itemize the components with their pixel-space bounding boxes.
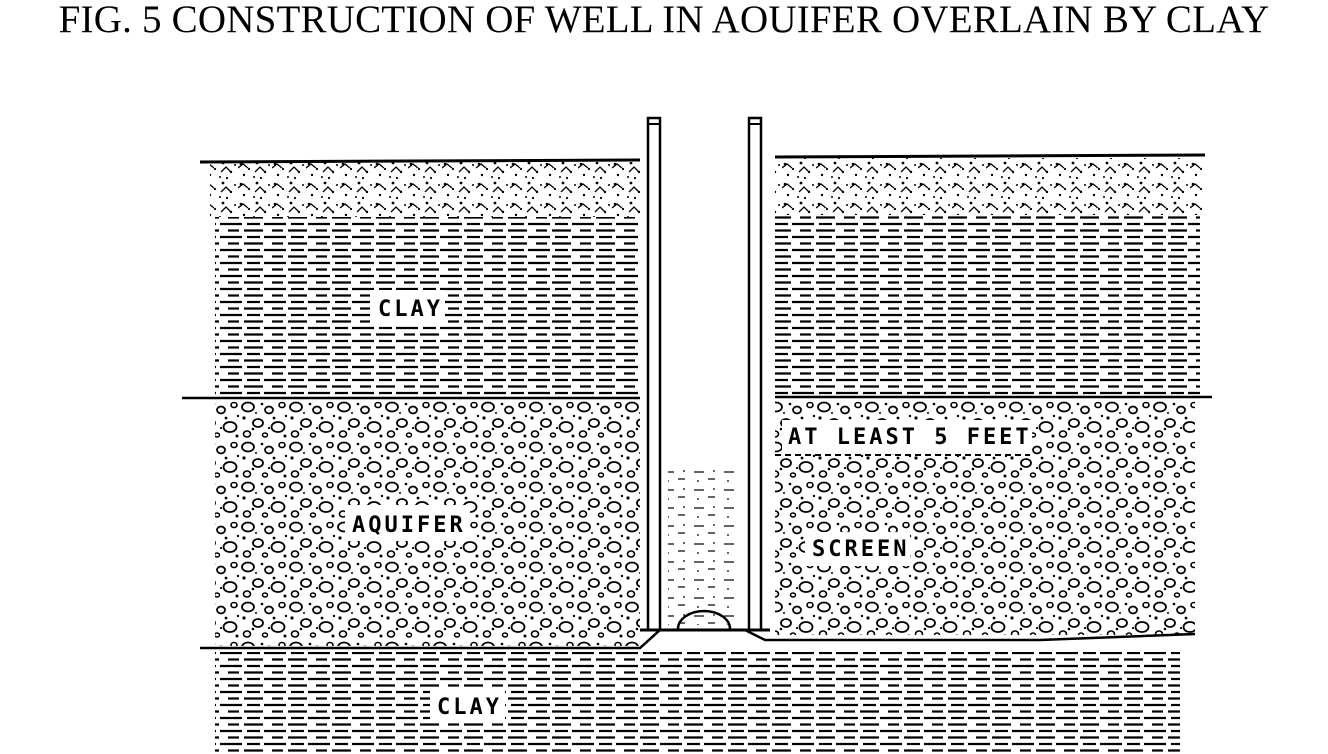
casing-wall-right (747, 116, 763, 632)
label-screen: SCREEN (812, 537, 909, 562)
topsoil-layer-right (775, 158, 1203, 215)
ground-surface-line-right (774, 153, 1206, 159)
casing-wall-left (646, 116, 662, 632)
well-screen-interior (668, 470, 738, 625)
left-strata (210, 162, 640, 646)
label-aquifer: AQUIFER (352, 513, 466, 538)
topsoil-layer-left (210, 162, 640, 217)
right-strata (775, 158, 1203, 635)
clay-layer-bottom (215, 652, 1180, 754)
label-clay-top: CLAY (378, 297, 443, 322)
clay-layer-right (775, 215, 1200, 397)
well-casing (640, 116, 770, 632)
well-point-dome (676, 609, 732, 630)
label-at-least-5-feet: AT LEAST 5 FEET (788, 425, 1032, 450)
label-clay-bottom: CLAY (437, 695, 502, 720)
figure-title: FIG. 5 CONSTRUCTION OF WELL IN AOUIFER O… (58, 0, 1270, 41)
ground-surface-line-left (199, 158, 641, 164)
